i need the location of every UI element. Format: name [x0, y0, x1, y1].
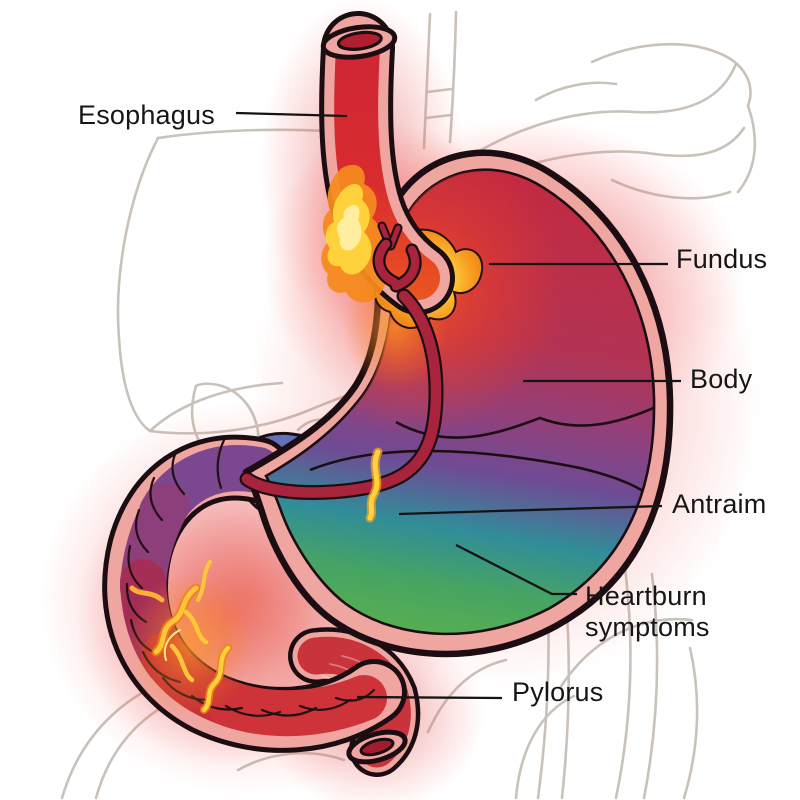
acid-flame-duodenum: [128, 560, 252, 717]
reflux-tube: [239, 221, 444, 500]
leader-antrum: [398, 504, 663, 516]
leader-lines: [235, 111, 681, 700]
leader-heartburn: [455, 543, 577, 596]
pylorus-open-end: [346, 729, 408, 765]
label-body: Body: [690, 364, 753, 394]
label-heartburn-line1: Heartburn: [585, 581, 707, 611]
leader-esophagus: [235, 111, 348, 118]
label-heartburn-line2: symptoms: [585, 612, 710, 642]
label-heartburn-symptoms: Heartburn symptoms: [585, 581, 710, 643]
esophagus-opening: [320, 24, 398, 60]
label-antrum: Antraim: [672, 489, 767, 519]
label-fundus: Fundus: [676, 244, 768, 274]
acid-flame-esophagus: [321, 164, 387, 303]
label-esophagus: Esophagus: [78, 100, 215, 130]
label-pylorus: Pylorus: [512, 677, 604, 707]
leader-pylorus: [356, 695, 503, 700]
acid-flame-antrum: [365, 447, 383, 523]
stomach-region-lines: [309, 404, 655, 506]
